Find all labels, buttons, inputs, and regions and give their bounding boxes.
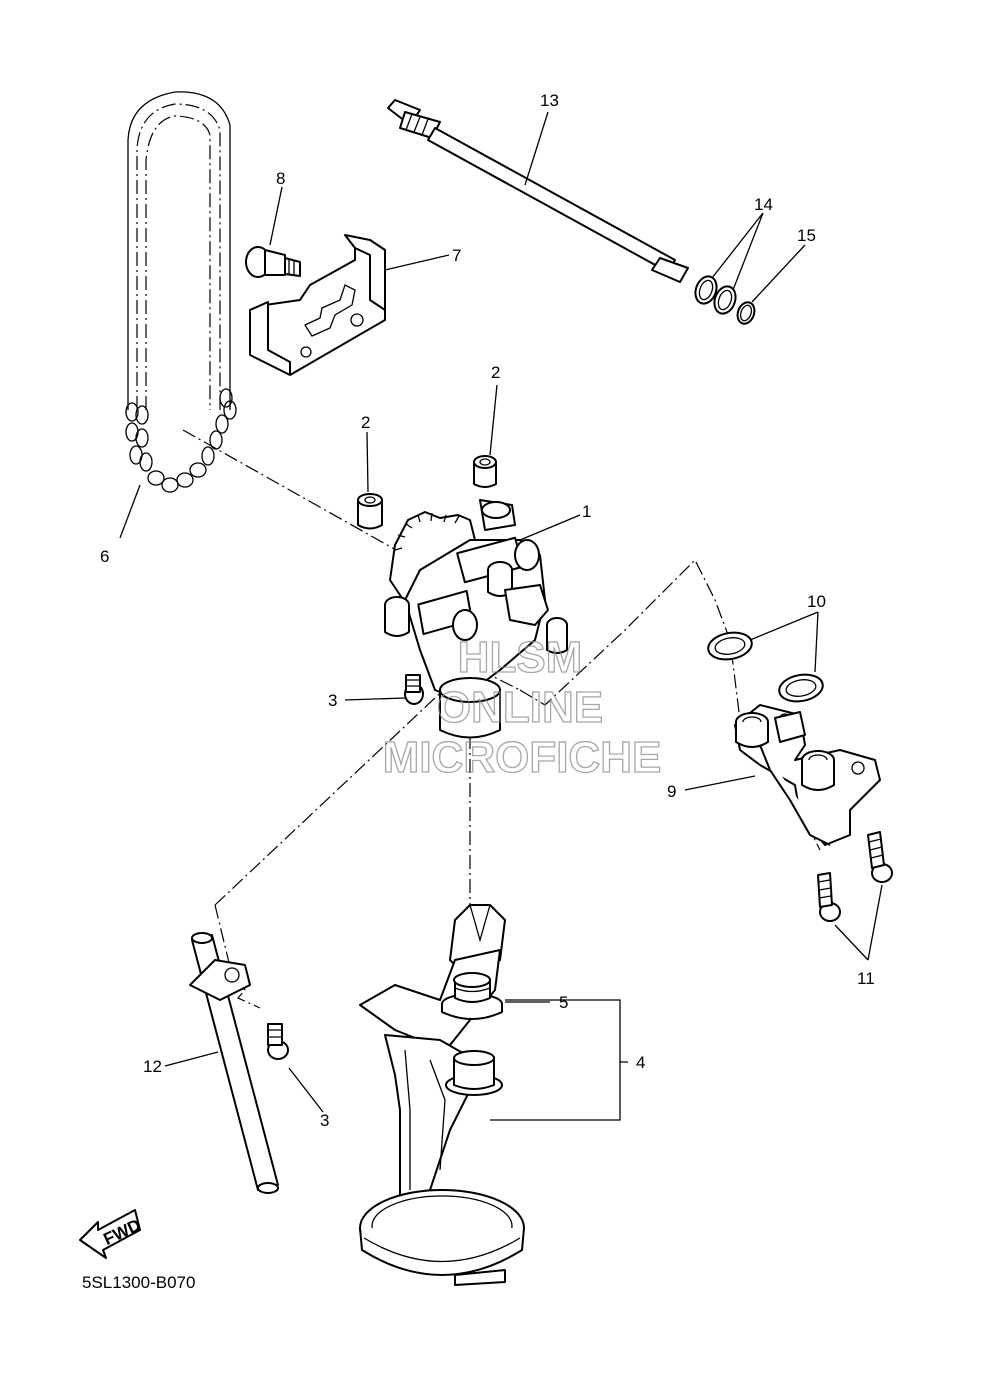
callout-2: 2 (361, 413, 370, 432)
part-7-chain-guide[interactable] (249, 234, 386, 376)
leader-lines (119, 111, 883, 1121)
callout-11: 11 (857, 969, 875, 988)
callout-6: 6 (100, 547, 109, 566)
callout-10: 10 (807, 592, 826, 611)
part-8-bolt[interactable] (245, 246, 301, 278)
diagram-code: 5SL1300-B070 (82, 1273, 195, 1292)
part-11-bolts[interactable] (817, 831, 893, 922)
callout-3: 3 (328, 691, 337, 710)
callout-15: 15 (797, 226, 816, 245)
part-15-o-ring[interactable] (735, 300, 758, 326)
part-2-collar-right[interactable] (473, 455, 497, 488)
callout-8: 8 (276, 169, 285, 188)
callout-13: 13 (540, 91, 559, 110)
part-14-o-rings[interactable] (692, 273, 739, 316)
callout-2: 2 (491, 363, 500, 382)
callout-12: 12 (143, 1057, 162, 1076)
callout-9: 9 (667, 782, 676, 801)
watermark-line-3: MICROFICHE (383, 733, 662, 782)
watermark-line-2: ONLINE (437, 683, 603, 732)
part-3-bolt-upper[interactable] (404, 674, 424, 705)
part-9-oil-pipe[interactable] (734, 704, 881, 846)
part-3-bolt-lower[interactable] (267, 1023, 289, 1060)
fwd-arrow-icon: FWD (79, 1209, 144, 1259)
part-10-o-rings[interactable] (706, 629, 825, 704)
part-6-chain[interactable] (125, 91, 237, 493)
part-4-oil-strainer[interactable] (359, 904, 525, 1286)
part-13-shaft[interactable] (387, 99, 689, 283)
callout-1: 1 (582, 502, 591, 521)
watermark-line-1: HLSM (458, 633, 583, 682)
callout-7: 7 (452, 246, 461, 265)
callout-14: 14 (754, 195, 773, 214)
part-5-o-ring-lower[interactable] (445, 1050, 503, 1096)
callout-3: 3 (320, 1111, 329, 1130)
part-1-oil-pump[interactable] (384, 499, 568, 739)
callout-5: 5 (559, 993, 568, 1012)
part-2-collar-left[interactable] (357, 493, 383, 530)
watermark: HLSM ONLINE MICROFICHE (382, 632, 662, 782)
part-12-pipe[interactable] (189, 932, 279, 1194)
part-5-o-ring-upper[interactable] (441, 972, 503, 1020)
callout-4: 4 (636, 1053, 645, 1072)
callouts: 1 2 2 3 3 4 5 6 7 8 9 10 11 12 13 14 15 (100, 91, 875, 1130)
